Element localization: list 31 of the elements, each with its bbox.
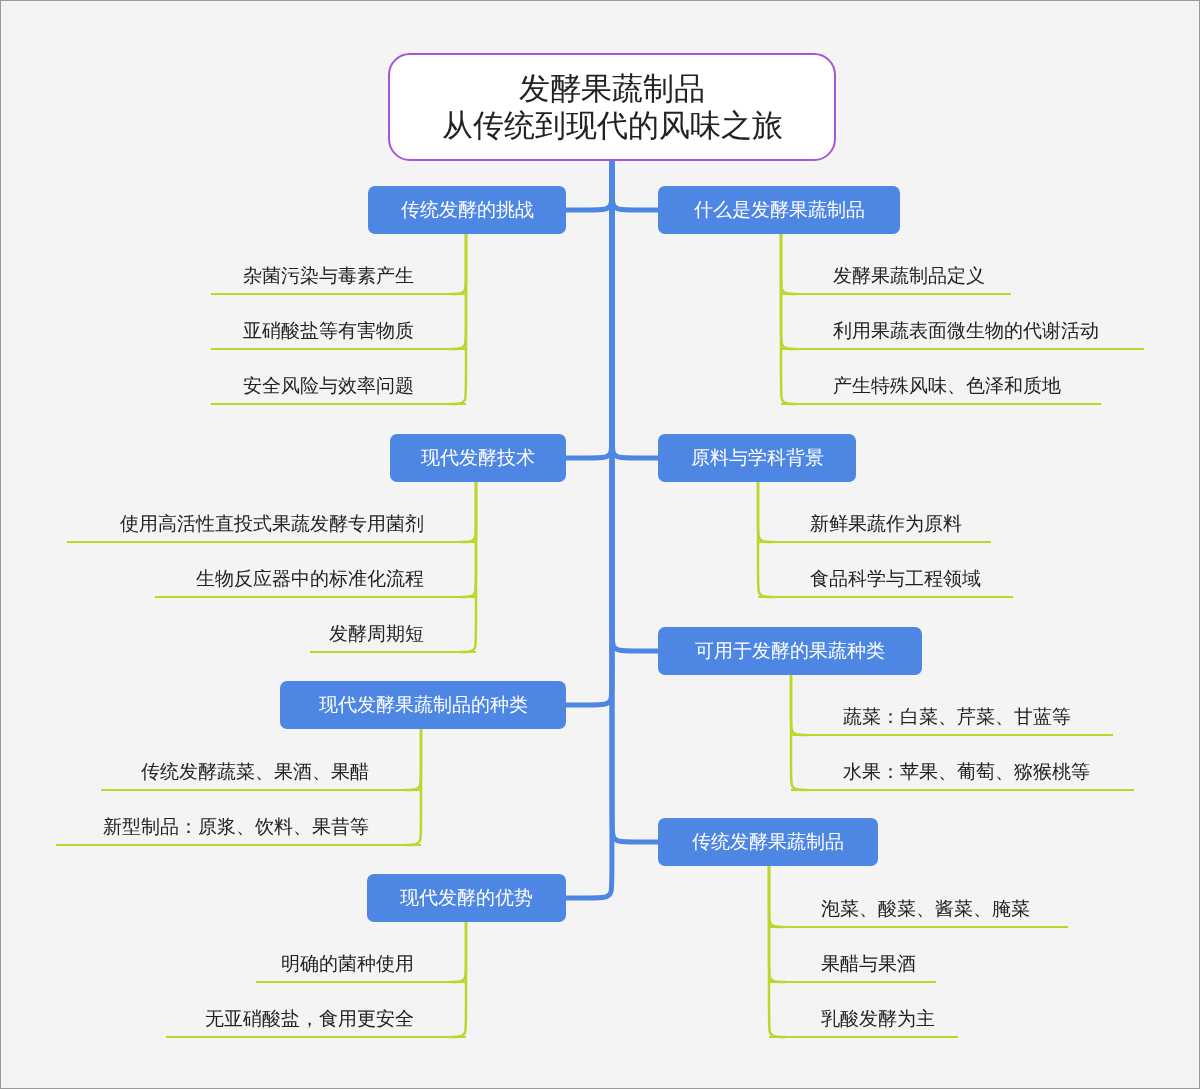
branch-topic-box: 什么是发酵果蔬制品 xyxy=(658,186,900,234)
subtopic-label: 产生特殊风味、色泽和质地 xyxy=(781,369,1101,405)
subtopic-label: 新型制品：原浆、饮料、果昔等 xyxy=(56,810,421,846)
branch-topic-box: 传统发酵的挑战 xyxy=(368,186,566,234)
branch-topic-box: 可用于发酵的果蔬种类 xyxy=(658,627,922,675)
branch-topic-box: 现代发酵的优势 xyxy=(367,874,566,922)
subtopic-label: 利用果蔬表面微生物的代谢活动 xyxy=(781,314,1144,350)
subtopic-label: 发酵果蔬制品定义 xyxy=(781,259,1011,295)
subtopic-label: 水果：苹果、葡萄、猕猴桃等 xyxy=(791,755,1134,791)
subtopic-label: 蔬菜：白菜、芹菜、甘蓝等 xyxy=(791,700,1113,736)
subtopic-label: 明确的菌种使用 xyxy=(256,947,466,983)
subtopic-label: 乳酸发酵为主 xyxy=(769,1002,958,1038)
subtopic-label: 泡菜、酸菜、酱菜、腌菜 xyxy=(769,892,1068,928)
branch-topic-box: 现代发酵技术 xyxy=(390,434,566,482)
subtopic-label: 生物反应器中的标准化流程 xyxy=(155,562,476,598)
subtopic-label: 使用高活性直投式果蔬发酵专用菌剂 xyxy=(67,507,476,543)
subtopic-label: 无亚硝酸盐，食用更安全 xyxy=(166,1002,466,1038)
subtopic-label: 亚硝酸盐等有害物质 xyxy=(211,314,466,350)
subtopic-label: 杂菌污染与毒素产生 xyxy=(211,259,466,295)
title-text: 从传统到现代的风味之旅 xyxy=(441,107,783,145)
branch-topic-box: 现代发酵果蔬制品的种类 xyxy=(280,681,566,729)
central-topic-box xyxy=(388,53,836,161)
subtopic-label: 果醋与果酒 xyxy=(769,947,936,983)
branch-topic-box: 原料与学科背景 xyxy=(658,434,856,482)
subtopic-label: 新鲜果蔬作为原料 xyxy=(758,507,991,543)
branch-topic-box: 传统发酵果蔬制品 xyxy=(658,818,878,866)
subtopic-label: 安全风险与效率问题 xyxy=(211,369,466,405)
subtopic-label: 发酵周期短 xyxy=(310,617,476,653)
subtopic-label: 食品科学与工程领域 xyxy=(758,562,1013,598)
subtopic-label: 传统发酵蔬菜、果酒、果醋 xyxy=(101,755,421,791)
title-text: 发酵果蔬制品 xyxy=(519,69,705,107)
